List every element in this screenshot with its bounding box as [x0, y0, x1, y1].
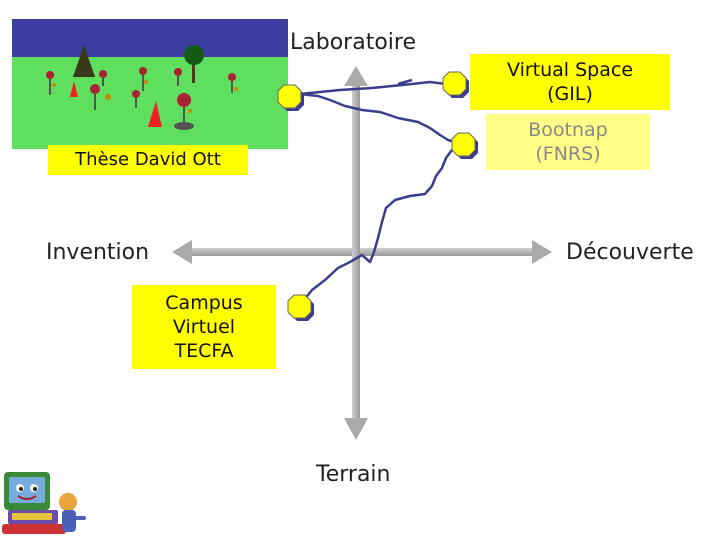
trajectory-line-virtual-space	[299, 78, 447, 96]
box-campus-virtuel: Campus Virtuel TECFA	[132, 285, 276, 369]
3d-world-scene-image	[12, 19, 288, 149]
axis-label-top: Laboratoire	[290, 30, 416, 55]
vertical-axis-arrow	[344, 66, 368, 440]
axis-label-left: Invention	[46, 240, 150, 265]
box-bootnap-line-1: Bootnap	[528, 119, 608, 141]
box-virtual-space: Virtual Space (GIL)	[470, 54, 670, 110]
box-these-label: Thèse David Ott	[75, 149, 221, 170]
axis-label-right: Découverte	[566, 240, 694, 265]
box-bootnap: Bootnap (FNRS)	[486, 114, 650, 170]
marker-octagon-origin	[277, 84, 304, 111]
box-campus-line-2: Virtuel	[172, 316, 236, 338]
axis-label-bottom: Terrain	[316, 462, 391, 487]
marker-octagon-bootnap	[451, 132, 478, 159]
box-campus-line-3: TECFA	[174, 340, 234, 362]
box-virtual-space-line-2: (GIL)	[547, 83, 593, 105]
box-campus-line-1: Campus	[165, 292, 243, 314]
box-bootnap-line-2: (FNRS)	[535, 143, 601, 165]
trajectory-line-campus-bootnap	[299, 92, 460, 306]
box-these-david-ott: Thèse David Ott	[48, 145, 248, 175]
marker-octagon-virtual-space	[442, 71, 469, 98]
marker-octagon-campus	[287, 294, 314, 321]
mascot-computer-icon	[0, 466, 90, 538]
horizontal-axis-arrow	[172, 240, 552, 264]
box-virtual-space-line-1: Virtual Space	[506, 59, 634, 81]
